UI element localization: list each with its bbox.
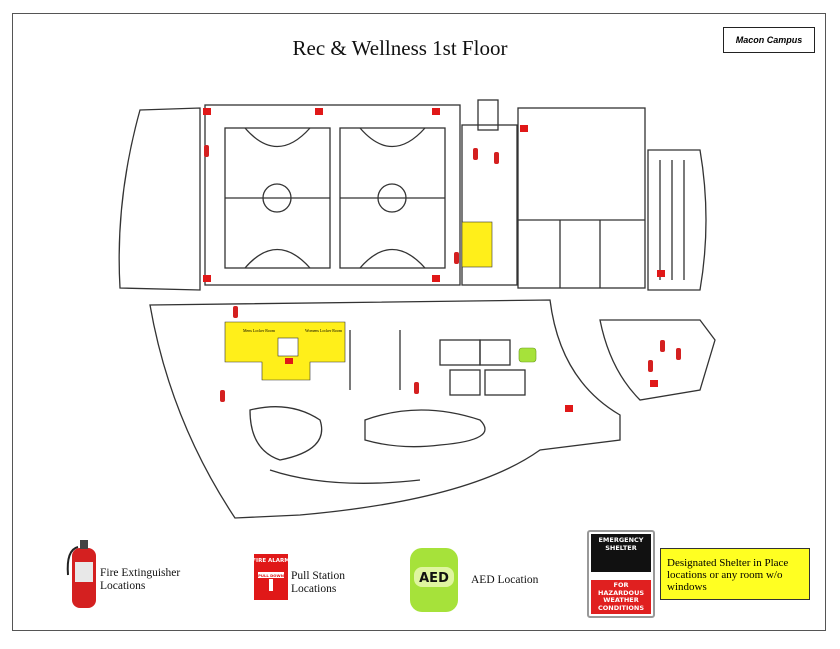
womens-locker-label: Womens Locker Room: [305, 328, 343, 333]
fire-extinguisher-icon: [473, 148, 478, 160]
pull-station-markers: [203, 108, 665, 412]
stair: [477, 99, 499, 131]
legend-fire-extinguisher-icon: [66, 540, 96, 608]
sign-bottom-text: FOR HAZARDOUS WEATHER CONDITIONS: [591, 580, 651, 614]
extinguisher-markers: [204, 145, 681, 402]
fire-extinguisher-icon: [233, 306, 238, 318]
mens-locker-label: Mens Locker Room: [243, 328, 276, 333]
fire-extinguisher-icon: [454, 252, 459, 264]
page-title: Rec & Wellness 1st Floor: [292, 36, 508, 60]
multipurpose-area: [517, 107, 646, 289]
label-line: Fire Extinguisher: [100, 567, 181, 579]
svg-text:PULL DOWN: PULL DOWN: [258, 573, 284, 578]
fire-extinguisher-icon: [204, 145, 209, 157]
aed-marker: [518, 347, 537, 363]
pull-station-icon: [315, 108, 323, 115]
label-line: Pull Station: [291, 570, 345, 582]
svg-text:FIRE ALARM: FIRE ALARM: [252, 558, 289, 564]
map-frame: [12, 13, 826, 631]
legend-aed-label: AED Location: [471, 574, 539, 586]
fire-extinguisher-icon: [220, 390, 225, 402]
pull-station-icon: [432, 275, 440, 282]
gymnasium: [204, 104, 461, 286]
fire-extinguisher-icon: [648, 360, 653, 372]
shelter-legend-box: Designated Shelter in Place locations or…: [660, 548, 810, 600]
pull-station-icon: [203, 108, 211, 115]
legend-aed-icon: AED: [410, 548, 458, 612]
lazy-river: [364, 409, 486, 448]
fire-extinguisher-icon: [676, 348, 681, 360]
pull-station-icon: [657, 270, 665, 277]
legend-fire-extinguisher-label: Fire Extinguisher Locations: [100, 567, 180, 593]
west-wing-outline: [118, 107, 201, 291]
sign-top-text: EMERGENCY SHELTER: [591, 534, 651, 572]
label-line: Locations: [291, 583, 337, 595]
locker-fountain: [277, 337, 299, 357]
fire-extinguisher-icon: [414, 382, 419, 394]
shelter-area-central: [461, 221, 493, 268]
label-line: Locations: [100, 580, 146, 592]
central-rooms: [461, 124, 518, 286]
emergency-shelter-sign-icon: EMERGENCY SHELTER FOR HAZARDOUS WEATHER …: [587, 530, 655, 618]
lower-level-outline: [149, 299, 621, 519]
fire-extinguisher-icon: [494, 152, 499, 164]
pull-station-icon: [565, 405, 573, 412]
campus-label: Macon Campus: [723, 27, 815, 53]
legend-pull-station-label: Pull Station Locations: [291, 570, 345, 596]
pull-station-icon: [285, 358, 293, 364]
pull-station-icon: [650, 380, 658, 387]
fire-extinguisher-icon: [660, 340, 665, 352]
east-wing-outline: [647, 149, 707, 291]
pool: [249, 406, 323, 461]
pull-station-icon: [520, 125, 528, 132]
lower-east-outline: [599, 319, 716, 401]
pull-station-icon: [203, 275, 211, 282]
legend-pull-station-icon: FIRE ALARM PULL DOWN: [252, 554, 290, 600]
pull-station-icon: [432, 108, 440, 115]
svg-text:AED: AED: [419, 571, 449, 586]
